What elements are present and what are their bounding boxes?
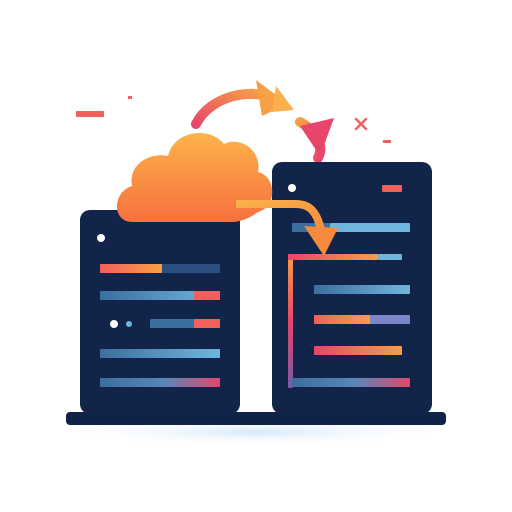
- data-bar: [314, 346, 402, 355]
- data-bar-fill: [194, 291, 220, 300]
- status-led: [97, 234, 105, 242]
- data-bar: [100, 291, 220, 300]
- decor-cross-icon: [354, 117, 368, 131]
- data-bar: [100, 378, 220, 387]
- server-right: [272, 162, 432, 414]
- data-bar-fill: [314, 315, 370, 324]
- data-bar-fill: [330, 223, 410, 232]
- status-led: [126, 321, 132, 327]
- data-bar-fill: [194, 319, 220, 328]
- data-bar: [100, 349, 220, 358]
- status-bar: [382, 185, 402, 192]
- decor-dot-top: [128, 96, 132, 99]
- server-icon: [80, 210, 240, 414]
- data-bar: [314, 285, 410, 294]
- curved-arrow-icon: [191, 80, 334, 163]
- decor-dash-right: [383, 140, 391, 143]
- decor-dash-left: [76, 111, 104, 117]
- transfer-arrow-icon: [236, 200, 338, 256]
- cloud-icon: [117, 132, 273, 222]
- data-bar: [292, 378, 410, 387]
- data-bar-fill: [100, 264, 162, 273]
- migration-line-top: [288, 254, 378, 260]
- data-bar: [378, 254, 402, 260]
- server-left: [80, 210, 240, 414]
- status-led: [288, 184, 296, 192]
- server-rack-base: [66, 412, 446, 425]
- migration-line: [288, 254, 293, 388]
- status-led: [110, 320, 118, 328]
